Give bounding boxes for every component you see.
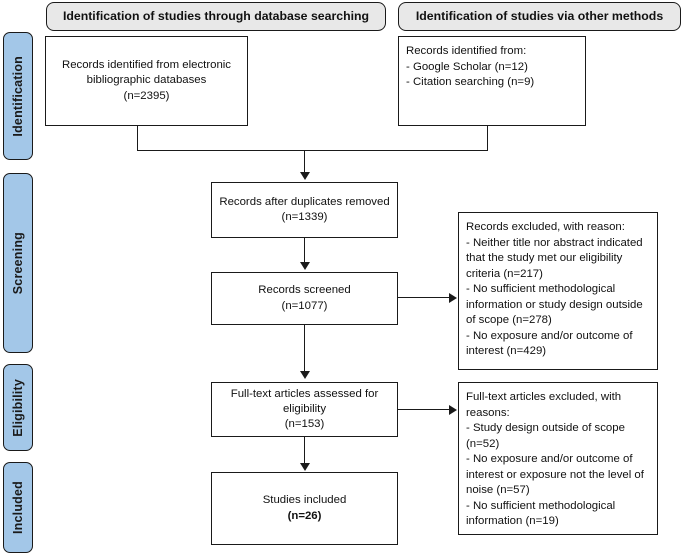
box-other-records-text: Records identified from: - Google Schola… (406, 45, 535, 88)
arrowhead-to-fulltext-excluded (449, 405, 457, 415)
box-database-records-text: Records identified from electronic bibli… (61, 59, 232, 102)
box-studies-included-line2: (n=26) (287, 509, 322, 522)
phase-tab-included: Included (3, 462, 33, 553)
box-records-excluded: Records excluded, with reason: - Neither… (458, 212, 658, 370)
arrowhead-to-duplicates (300, 172, 310, 180)
box-other-records: Records identified from: - Google Schola… (398, 36, 586, 126)
box-database-records: Records identified from electronic bibli… (45, 36, 248, 126)
box-records-screened: Records screened (n=1077) (211, 272, 398, 325)
arrowhead-to-studies-included (300, 463, 310, 471)
connector-bridge (137, 150, 488, 152)
box-after-duplicates-text: Records after duplicates removed (n=1339… (219, 195, 390, 223)
connector-duplicates-to-screened (304, 238, 306, 264)
phase-tab-identification: Identification (3, 32, 33, 160)
arrowhead-to-fulltext (300, 371, 310, 379)
connector-left-stem (137, 126, 139, 151)
box-fulltext-assessed-text: Full-text articles assessed for eligibil… (230, 387, 379, 431)
arrowhead-to-records-excluded (449, 293, 457, 303)
box-records-excluded-text: Records excluded, with reason: - Neither… (466, 221, 643, 357)
box-studies-included: Studies included (n=26) (211, 472, 398, 545)
box-studies-included-line1: Studies included (262, 494, 347, 507)
header-database-searching: Identification of studies through databa… (46, 2, 386, 31)
header-other-methods-label: Identification of studies via other meth… (415, 9, 664, 24)
phase-label-identification: Identification (11, 55, 25, 137)
box-fulltext-excluded-text: Full-text articles excluded, with reason… (466, 391, 644, 527)
connector-fulltext-to-excluded (398, 409, 450, 411)
connector-merge-to-duplicates (304, 150, 306, 174)
connector-fulltext-to-included (304, 437, 306, 465)
box-after-duplicates: Records after duplicates removed (n=1339… (211, 182, 398, 238)
header-database-searching-label: Identification of studies through databa… (62, 9, 370, 24)
connector-screened-to-excluded (398, 297, 450, 299)
phase-tab-eligibility: Eligibility (3, 364, 33, 451)
connector-screened-to-fulltext (304, 325, 306, 372)
box-records-screened-text: Records screened (n=1077) (258, 284, 351, 312)
connector-right-stem (487, 126, 489, 151)
phase-tab-screening: Screening (3, 173, 33, 353)
phase-label-screening: Screening (11, 231, 25, 295)
phase-label-included: Included (11, 481, 25, 534)
box-studies-included-text: Studies included (n=26) (256, 493, 354, 523)
box-fulltext-excluded: Full-text articles excluded, with reason… (458, 382, 658, 535)
header-other-methods: Identification of studies via other meth… (398, 2, 681, 31)
phase-label-eligibility: Eligibility (11, 378, 25, 437)
box-fulltext-assessed: Full-text articles assessed for eligibil… (211, 382, 398, 437)
arrowhead-to-screened (300, 262, 310, 270)
